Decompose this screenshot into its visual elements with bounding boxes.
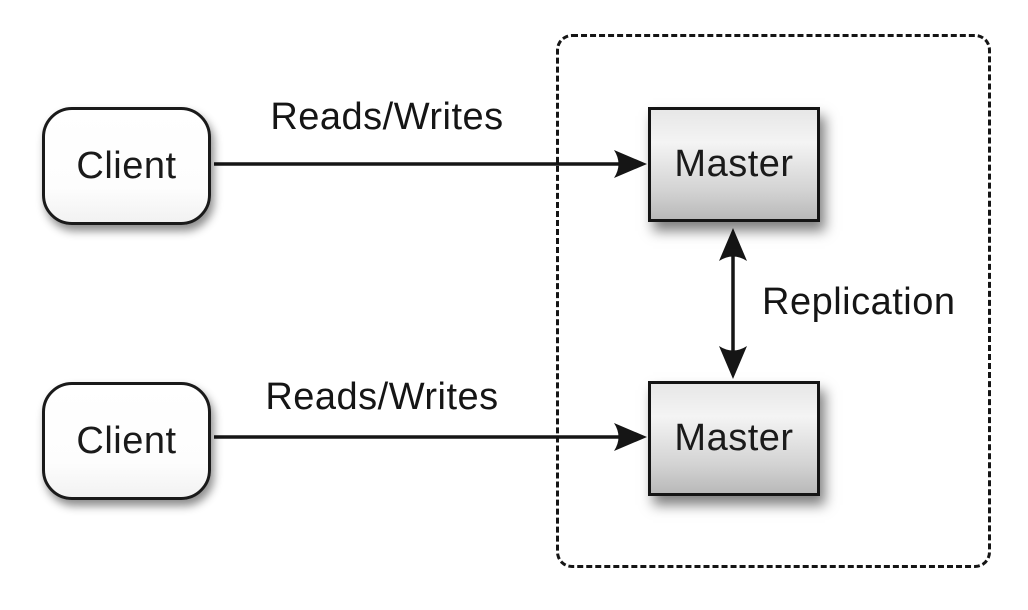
replication-boundary-box	[556, 34, 991, 568]
client-node-bottom-label: Client	[76, 419, 177, 462]
client-node-bottom: Client	[42, 382, 211, 500]
replication-label: Replication	[762, 281, 956, 323]
master-node-bottom-label: Master	[674, 417, 794, 459]
master-node-top: Master	[648, 107, 820, 222]
master-node-top-label: Master	[674, 143, 794, 185]
client-node-top-label: Client	[76, 144, 177, 187]
master-node-bottom: Master	[648, 381, 820, 496]
client-node-top: Client	[42, 107, 211, 225]
reads-writes-label-bottom: Reads/Writes	[265, 376, 499, 418]
reads-writes-label-top: Reads/Writes	[270, 96, 504, 138]
